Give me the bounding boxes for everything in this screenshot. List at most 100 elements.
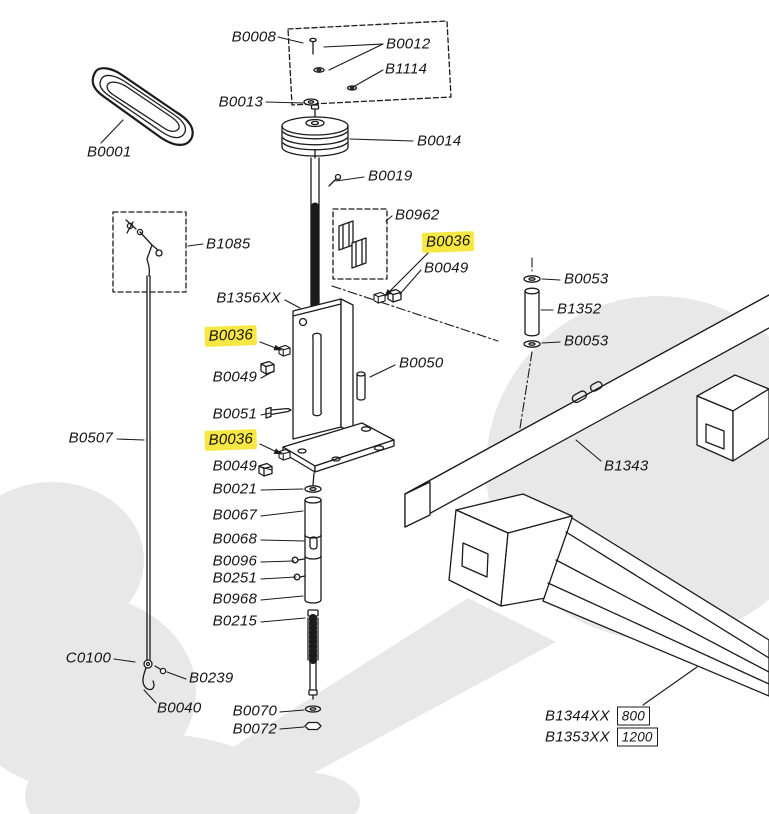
pulley-drawing (281, 104, 349, 157)
beam-b1343-drawing (404, 294, 769, 528)
part-number: B0507 (68, 429, 113, 447)
part-number: B0049 (424, 259, 469, 277)
part-number: B0013 (218, 93, 263, 111)
washer-b0070-drawing (304, 705, 322, 713)
part-label-b1353xx: B1353XX 1200 (545, 727, 658, 747)
belt-drawing (91, 67, 194, 146)
part-label-b0019: B0019 (368, 168, 412, 185)
part-label-b0053-2: B0053 (564, 333, 608, 350)
part-number: B0012 (386, 35, 431, 53)
part-number: B1344XX (545, 707, 610, 725)
part-number: B0021 (212, 480, 257, 498)
part-label-b0050: B0050 (399, 355, 443, 372)
part-number: B0239 (189, 669, 234, 687)
part-number: B0036 (204, 325, 258, 347)
cable-b0507-drawing (142, 258, 167, 691)
part-number: B0968 (212, 590, 257, 608)
part-label-b0072: B0072 (233, 721, 277, 738)
part-number: B0215 (212, 612, 257, 630)
part-number: B0040 (157, 699, 202, 717)
part-number: B0053 (564, 332, 609, 350)
bracket-b1356xx-drawing (292, 298, 354, 440)
part-number: B0049 (212, 368, 257, 386)
part-label-b0040: B0040 (157, 700, 201, 717)
part-label-b0068: B0068 (213, 531, 257, 548)
part-number: B0251 (212, 569, 257, 587)
part-number: B0050 (399, 354, 444, 372)
part-label-b0021: B0021 (213, 481, 257, 498)
part-label-b0239: B0239 (189, 670, 233, 687)
part-label-b0049-2: B0049 (213, 369, 257, 386)
highlight-arrows (259, 250, 431, 455)
part-label-b1343: B1343 (604, 458, 648, 475)
part-number: B1343 (604, 457, 649, 475)
rod-b0215-drawing (307, 609, 319, 700)
part-label-b0049-1: B0049 (424, 260, 468, 277)
part-number: B1356XX (216, 289, 281, 307)
part-label-b0215: B0215 (213, 613, 257, 630)
part-number: C0100 (65, 649, 111, 667)
part-number: B1352 (557, 300, 602, 318)
part-number: B0070 (232, 702, 277, 720)
part-number: B0067 (212, 506, 257, 524)
part-number: B0001 (87, 143, 132, 161)
part-label-b0036-3: B0036 (204, 429, 258, 451)
part-label-b1114: B1114 (385, 61, 427, 78)
part-label-b1352: B1352 (557, 301, 601, 318)
part-label-b1085: B1085 (206, 236, 250, 253)
part-label-b0096: B0096 (213, 553, 257, 570)
part-label-b0013: B0013 (219, 94, 263, 111)
part-number: B0051 (212, 405, 257, 423)
part-label-b0049-3: B0049 (213, 458, 257, 475)
upper-fork-drawing (696, 374, 769, 462)
part-label-b0053-1: B0053 (564, 271, 608, 288)
part-number: B1353XX (545, 728, 610, 746)
part-label-b0507: B0507 (69, 430, 113, 447)
part-label-b0968: B0968 (213, 591, 257, 608)
part-number: B1085 (206, 235, 251, 253)
part-label-b0251: B0251 (213, 570, 257, 587)
part-number: B0036 (204, 429, 258, 451)
part-number: B0072 (232, 720, 277, 738)
axis-lines (331, 257, 533, 429)
part-number: B0068 (212, 530, 257, 548)
pin-b0050-drawing (356, 371, 366, 401)
length-value-box: 1200 (616, 727, 658, 747)
part-label-b0067: B0067 (213, 507, 257, 524)
slider-box-b0962 (332, 208, 388, 280)
washer-b0013-drawing (303, 98, 319, 106)
part-number: B0049 (212, 457, 257, 475)
part-label-b0008: B0008 (232, 29, 276, 46)
part-label-b0014: B0014 (417, 133, 461, 150)
part-number: B0008 (231, 28, 276, 46)
part-label-b1344xx: B1344XX 800 (545, 706, 650, 726)
leader-lines (100, 36, 698, 730)
part-number: B0096 (212, 552, 257, 570)
top-fastener-box (287, 20, 452, 106)
part-label-b0962: B0962 (395, 207, 439, 224)
part-number: B0014 (417, 132, 462, 150)
part-number: B0019 (368, 167, 413, 185)
base-plate-drawing (282, 422, 395, 473)
part-number: B0036 (421, 231, 475, 253)
part-label-b0012: B0012 (386, 36, 430, 53)
part-label-b0036-1: B0036 (421, 231, 475, 253)
lower-fork-drawing (448, 493, 769, 697)
part-label-b0001: B0001 (87, 144, 131, 161)
screw-b0051-drawing (265, 406, 292, 419)
part-label-b0051: B0051 (213, 406, 257, 423)
part-number: B1114 (385, 60, 428, 78)
length-value-box: 800 (616, 706, 650, 726)
piston-b1352-drawing (523, 275, 541, 348)
part-number: B0053 (564, 270, 609, 288)
column-parts-drawing (291, 472, 322, 604)
spindle-shaft-drawing (310, 149, 342, 311)
part-label-b0070: B0070 (233, 703, 277, 720)
nut-b0072-drawing (304, 721, 322, 731)
part-number: B0962 (395, 206, 440, 224)
part-label-b1356xx: B1356XX (216, 290, 281, 307)
part-label-b0036-2: B0036 (204, 325, 258, 347)
